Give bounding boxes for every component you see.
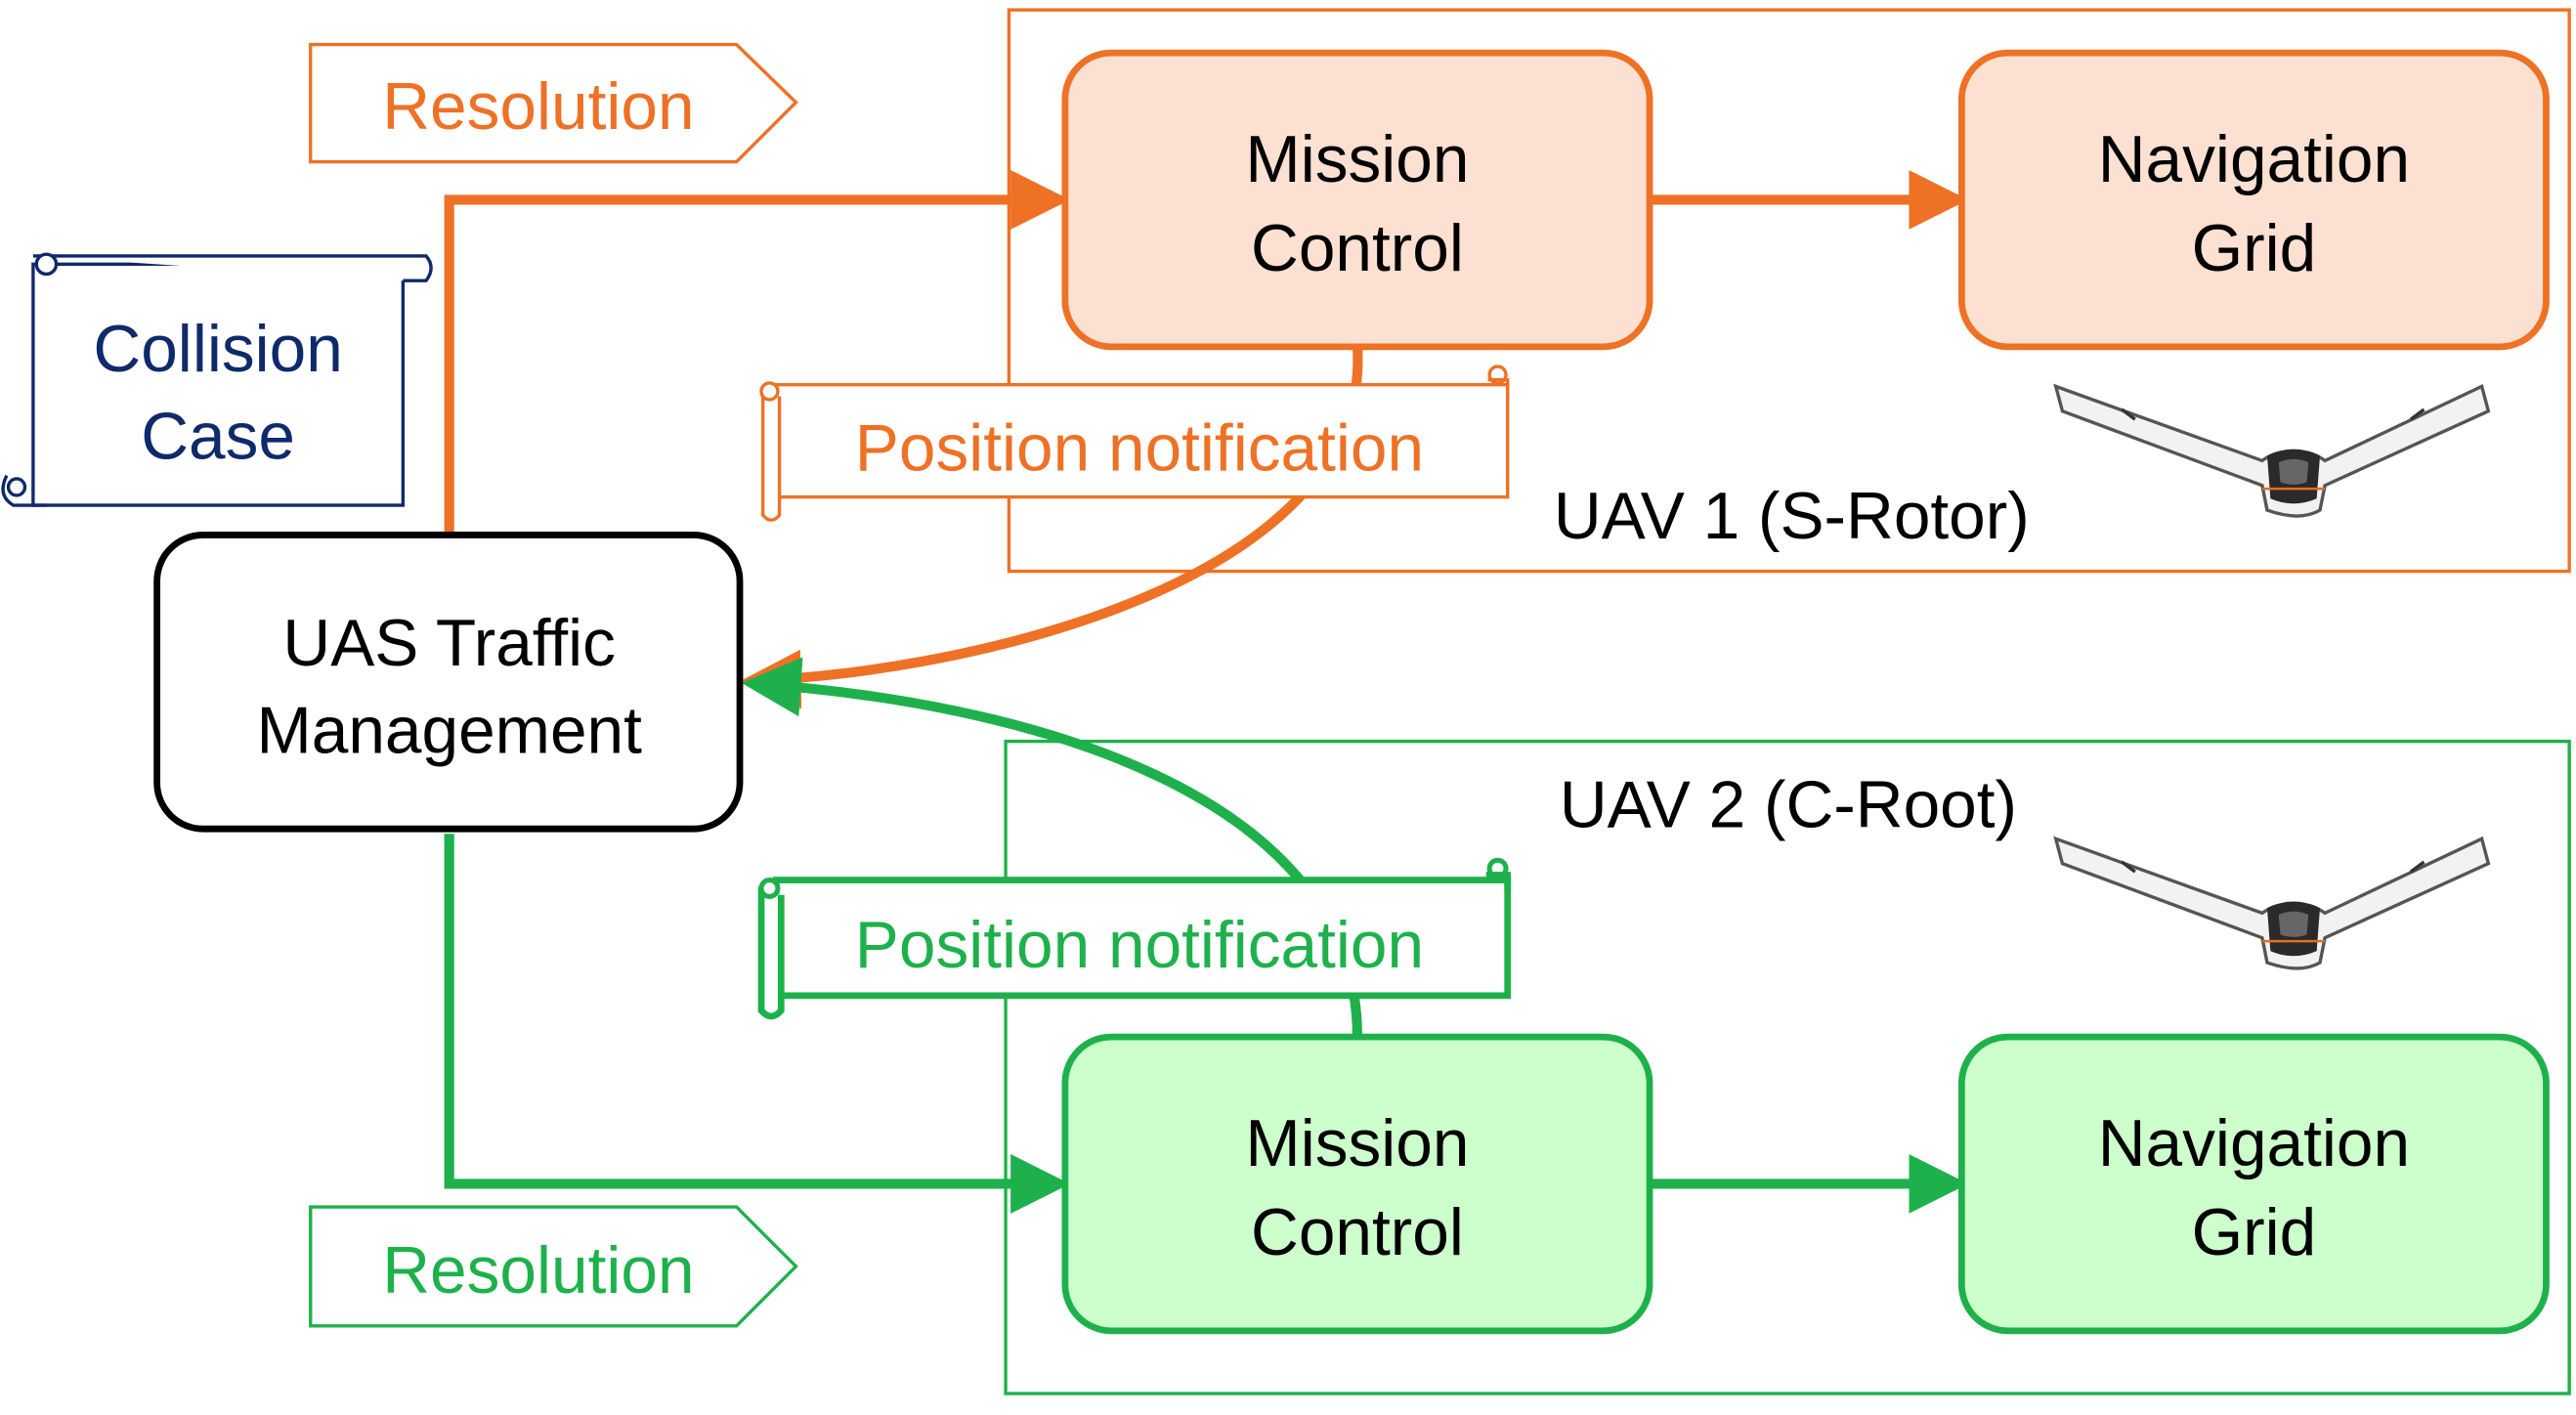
uav2-position-notification-scroll: Position notification: [757, 857, 1512, 1020]
uav2-label: UAV 2 (C-Root): [1560, 768, 2017, 841]
uav1-container: [1007, 8, 2571, 574]
uav1-mission-control-line2: Control: [1251, 212, 1464, 285]
uav1-navigation-grid-box[interactable]: Navigation Grid: [1957, 49, 2550, 351]
uav2-resolution-arrow: [444, 834, 1070, 1214]
uav1-position-notification-scroll: Position notification: [759, 364, 1510, 522]
utm-line2: Management: [256, 694, 642, 767]
uav2-navigation-grid-box[interactable]: Navigation Grid: [1957, 1033, 2550, 1335]
uav1-navigation-grid-line2: Grid: [2192, 212, 2317, 285]
collision-case-scroll: Collision Case: [1, 252, 433, 507]
uav2-mission-control-line2: Control: [1251, 1196, 1464, 1269]
utm-line1: UAS Traffic: [282, 607, 616, 680]
uav2-drone-icon: [2053, 836, 2491, 970]
uav1-drone-icon: [2053, 384, 2491, 518]
collision-case-line1: Collision: [93, 313, 342, 386]
uav2-mission-control-line1: Mission: [1245, 1107, 1469, 1180]
uav2-position-notification-label: Position notification: [855, 909, 1424, 982]
uav1-navigation-grid-line1: Navigation: [2098, 123, 2410, 196]
uav1-resolution-label: Resolution: [382, 70, 694, 144]
uav2-mission-control-box[interactable]: Mission Control: [1061, 1033, 1653, 1335]
uav2-resolution-tag: Resolution: [309, 1205, 798, 1328]
utm-box[interactable]: UAS Traffic Management: [153, 532, 744, 833]
uav1-mission-control-line1: Mission: [1245, 123, 1469, 196]
collision-case-line2: Case: [141, 401, 295, 474]
uav2-navigation-grid-line1: Navigation: [2098, 1107, 2410, 1180]
uav1-mission-control-box[interactable]: Mission Control: [1061, 49, 1653, 351]
uav2-navigation-grid-line2: Grid: [2192, 1196, 2317, 1269]
uav1-position-notification-label: Position notification: [855, 412, 1424, 486]
uav1-resolution-tag: Resolution: [309, 42, 798, 164]
uav2-container: [1004, 739, 2571, 1395]
uav1-resolution-arrow: [444, 170, 1070, 534]
uav1-label: UAV 1 (S-Rotor): [1554, 480, 2030, 553]
uav2-resolution-label: Resolution: [382, 1234, 694, 1308]
